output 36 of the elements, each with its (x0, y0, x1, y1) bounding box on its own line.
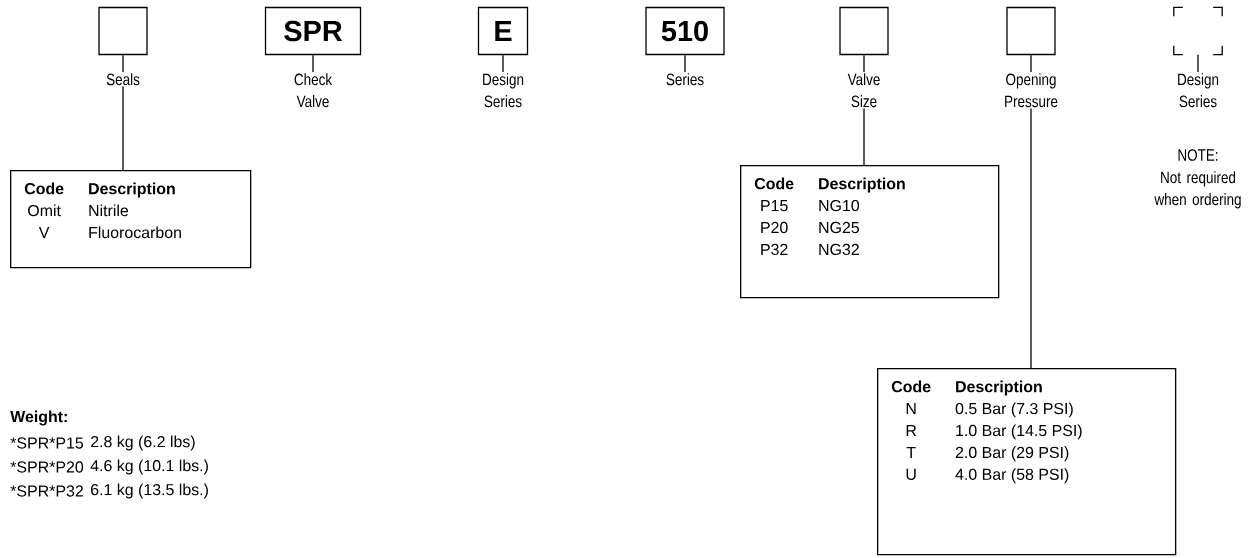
weight-text: *SPR*P20 (10, 461, 84, 473)
code-box: SPR (264, 6, 362, 56)
connector-line (863, 54, 865, 73)
connector-line (502, 54, 504, 73)
code-table: Code Description P15 NG10 P20 NG25 P32 NG32 (740, 165, 1000, 299)
weight-text: 6.1 kg (13.5 lbs.) (91, 483, 208, 499)
code-box: 510 (645, 6, 725, 56)
connector-line (312, 54, 314, 73)
field-label: Series (666, 73, 704, 86)
code-table: Code Description Omit Nitrile V Fluorocarbon (10, 170, 252, 269)
weight-text: 2.8 kg (6.2 lbs) (91, 435, 195, 451)
blank-box (98, 6, 148, 56)
field-label: Opening Pressure (1005, 73, 1058, 108)
optional-box (1173, 6, 1223, 56)
weight-text: *SPR*P32 (10, 485, 83, 497)
field-label: Design Series (483, 73, 524, 108)
field-label: Valve Size (847, 73, 880, 108)
connector-line (122, 85, 124, 171)
note: Not required when ordering (1154, 171, 1241, 209)
note: NOTE: (1178, 149, 1218, 161)
connector-line (1197, 54, 1199, 73)
weight-text: 4.6 kg (10.1 lbs.) (90, 459, 208, 475)
blank-box (1006, 6, 1056, 56)
code-box: E (477, 6, 529, 56)
connector-line (122, 54, 124, 73)
connector-line (1030, 54, 1032, 73)
connector-line (1030, 107, 1032, 369)
weight-text: *SPR*P15 (10, 437, 84, 449)
connector-line (863, 107, 865, 166)
blank-box (839, 6, 889, 56)
code-table: Code Description N 0.5 Bar (7.3 PSI) R 1.0 Bar (14.5 PSI) T 2.0 Bar (29 PSI) U 4.0 Bar (58 PSI) (877, 368, 1177, 556)
field-label: Check Valve (294, 73, 333, 108)
connector-line (684, 54, 686, 73)
field-label: Seals (106, 73, 140, 86)
weight-heading: Weight: (10, 410, 67, 426)
field-label: Design Series (1178, 73, 1219, 108)
